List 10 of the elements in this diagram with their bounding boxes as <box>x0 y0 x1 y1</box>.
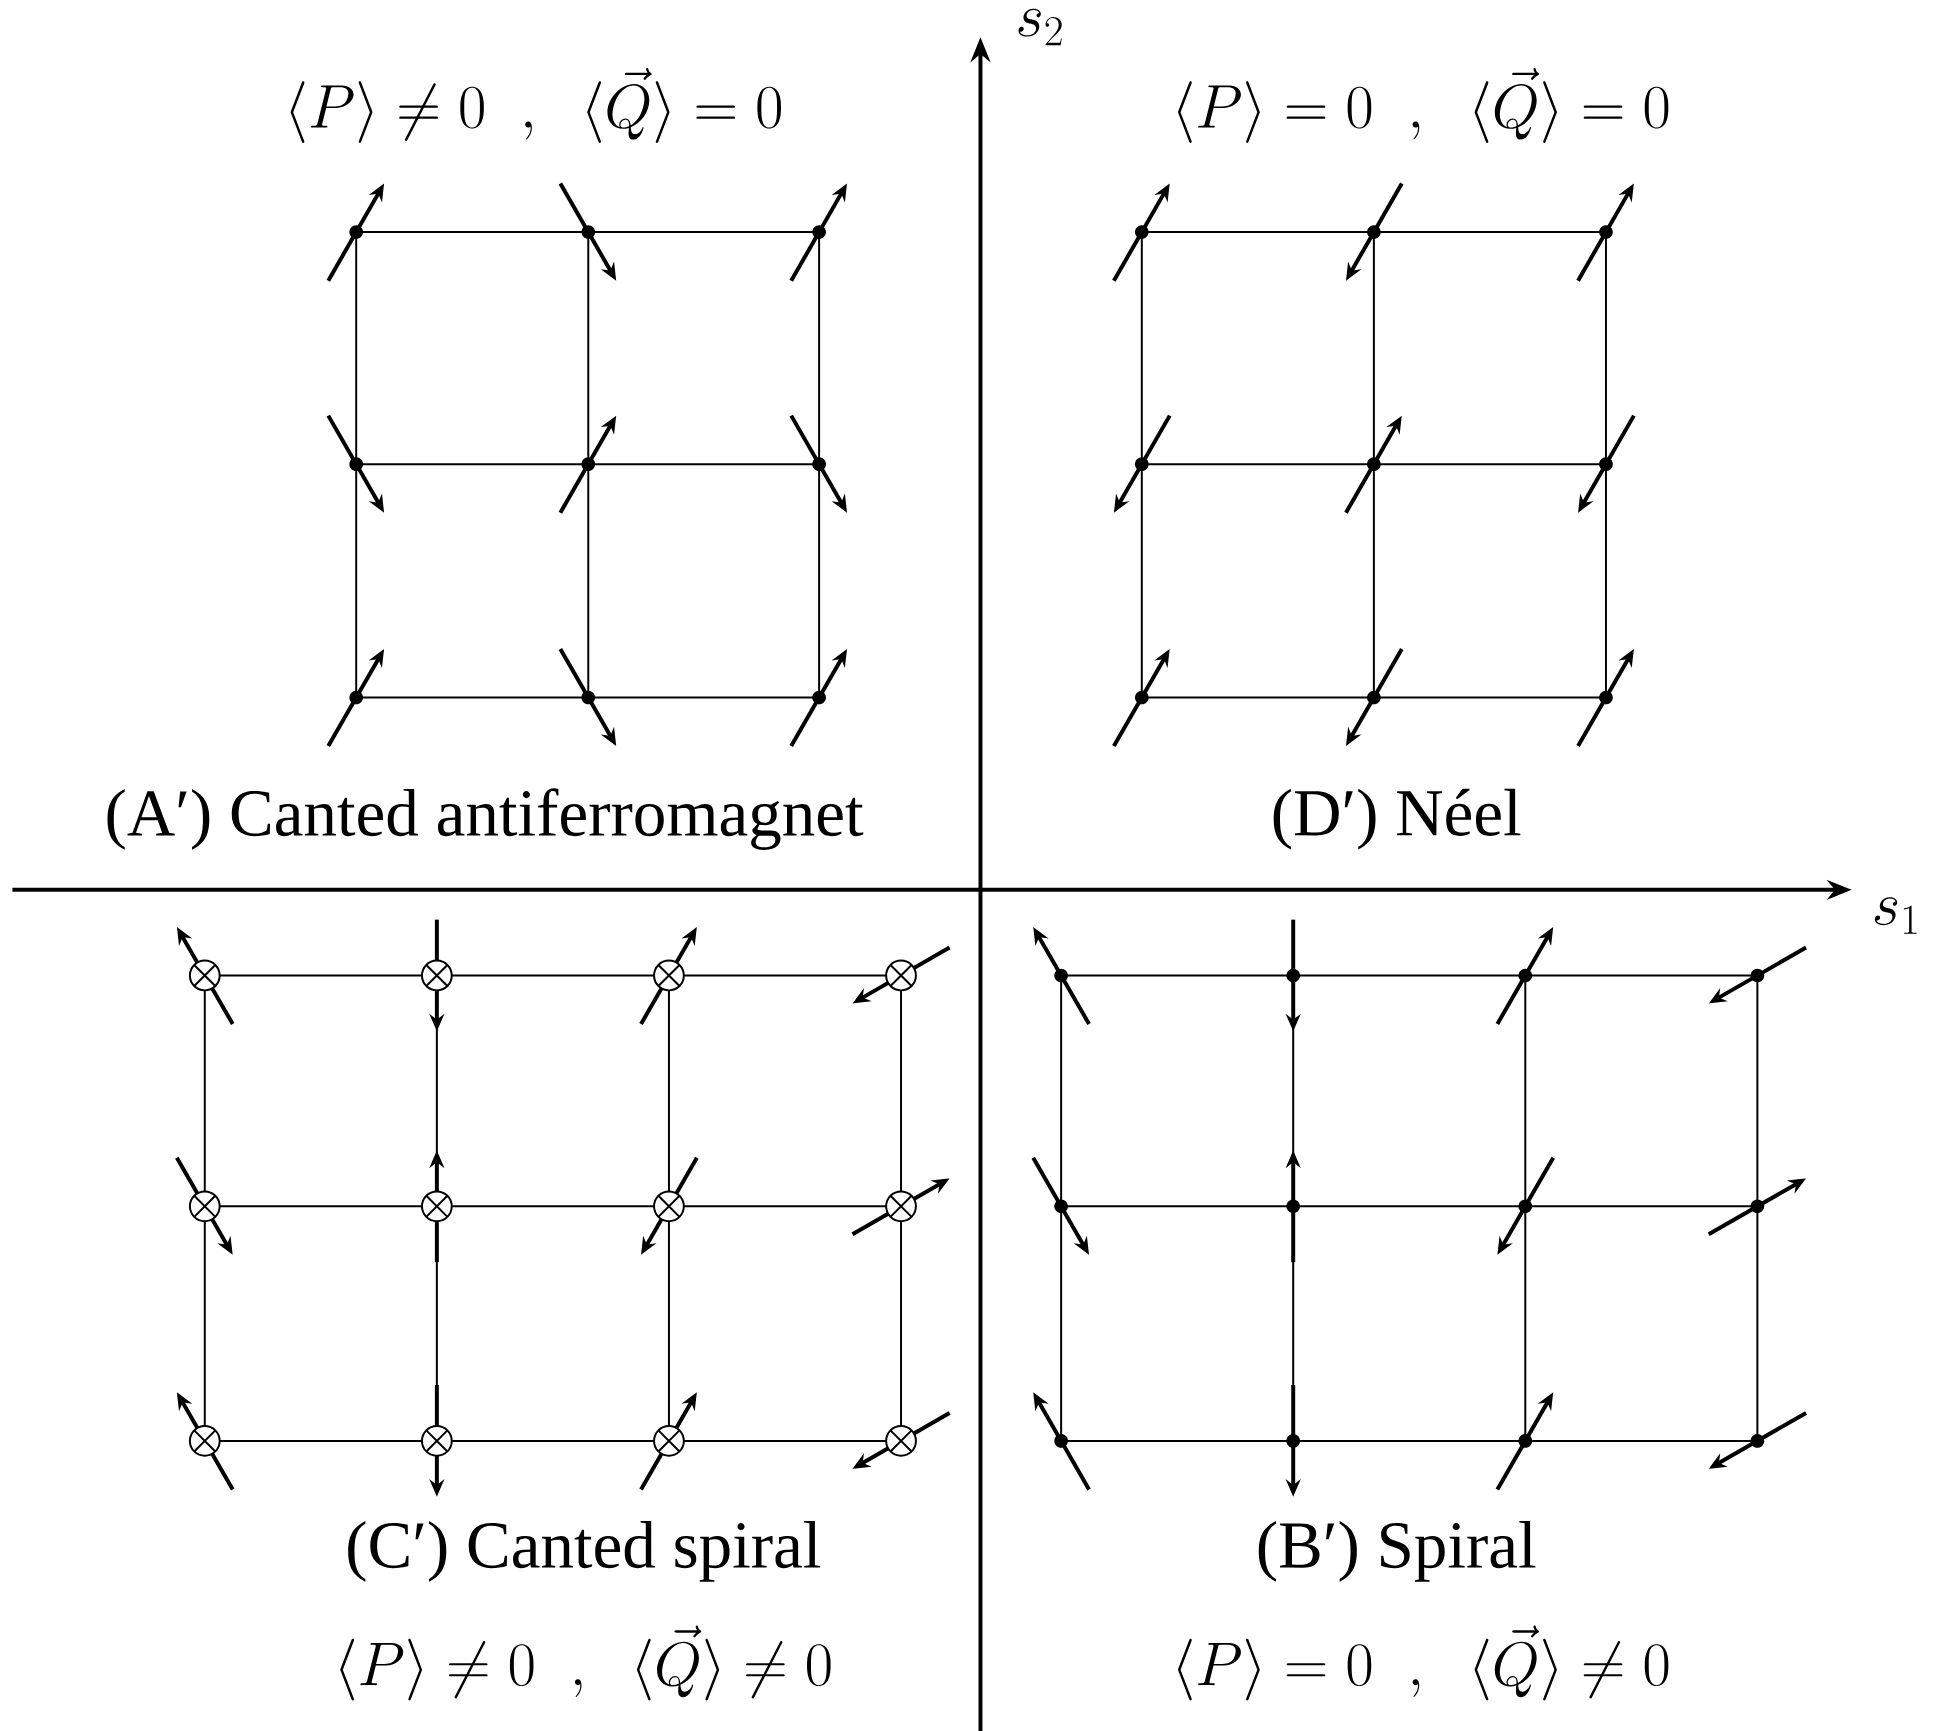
panel-title: (D′) Néel <box>1273 788 1521 850</box>
formula-label: $\langle P\rangle \neq 0\ \ ,\ \ \langle\vec{Q}\rangle = 0$ <box>290 67 781 143</box>
panel-title: (C′) Canted spiral <box>348 1520 821 1582</box>
axis-label: $s_2$ <box>1018 8 1062 46</box>
panel-title: (B′) Spiral <box>1258 1520 1536 1582</box>
axis-label: $s_1$ <box>1874 897 1917 934</box>
formula-label: $\langle P\rangle \neq 0\ \ ,\ \ \langle\vec{Q}\rangle \neq 0$ <box>340 1625 831 1701</box>
formula-label: $\langle P\rangle = 0\ \ ,\ \ \langle\vec{Q}\rangle \neq 0$ <box>1178 1625 1669 1701</box>
formula-label: $\langle P\rangle = 0\ \ ,\ \ \langle\vec{Q}\rangle = 0$ <box>1178 67 1669 143</box>
panel-title: (A′) Canted antiferromagnet <box>107 788 864 850</box>
